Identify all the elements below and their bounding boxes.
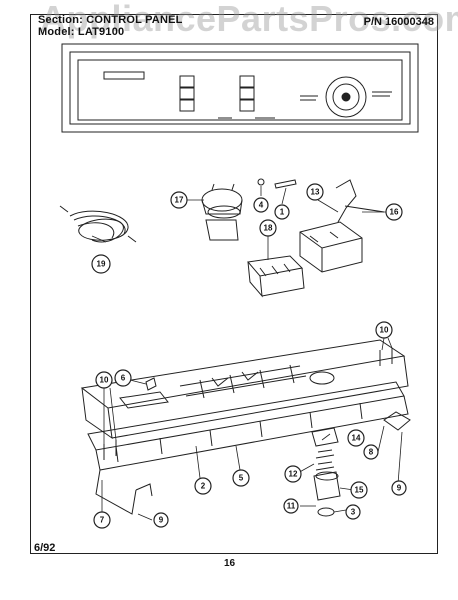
callout-marker — [283, 498, 299, 514]
callout-13: 13 — [311, 188, 320, 197]
diagram-frame — [30, 14, 438, 554]
wire-harness-illustration — [59, 205, 137, 243]
callout-2: 2 — [201, 482, 206, 491]
part-number-label: P/N 16000348 — [363, 16, 434, 28]
switch-illustration — [247, 255, 305, 298]
callout-15: 15 — [355, 486, 364, 495]
callout-5: 5 — [239, 474, 244, 483]
callout-6: 6 — [121, 374, 126, 383]
console-base-illustration — [80, 339, 411, 515]
callout-marker — [385, 203, 403, 221]
callout-marker — [170, 191, 188, 209]
callout-marker — [114, 369, 132, 387]
callout-3: 3 — [351, 508, 356, 517]
watermark-text: AppliancePartsPros.com — [40, 0, 458, 39]
timer-illustration — [201, 183, 243, 241]
callout-markers — [91, 183, 407, 529]
callout-marker — [274, 204, 290, 220]
callout-marker — [375, 321, 393, 339]
callout-marker — [194, 477, 212, 495]
callout-marker — [306, 183, 324, 201]
callout-11: 11 — [287, 502, 296, 511]
callout-marker — [345, 504, 361, 520]
callout-marker — [232, 469, 250, 487]
callout-16: 16 — [390, 208, 399, 217]
callout-marker — [363, 444, 379, 460]
callout-marker — [347, 429, 365, 447]
control-panel-illustration — [61, 43, 419, 133]
callout-4: 4 — [259, 201, 264, 210]
model-label: Model: LAT9100 — [38, 26, 125, 38]
callout-marker — [284, 465, 302, 483]
callout-19: 19 — [97, 260, 106, 269]
callout-10-right: 10 — [380, 326, 389, 335]
spring-assembly-illustration — [311, 427, 341, 517]
callout-marker — [350, 481, 368, 499]
callout-marker — [93, 511, 111, 529]
callout-1: 1 — [280, 208, 285, 217]
header-left: Section: CONTROL PANEL Model: LAT9100 — [38, 14, 183, 38]
callout-18: 18 — [264, 224, 273, 233]
callout-10-left: 10 — [100, 376, 109, 385]
callout-marker — [391, 480, 407, 496]
revision-date: 6/92 — [34, 542, 56, 554]
callout-17: 17 — [175, 196, 184, 205]
callout-marker — [95, 371, 113, 389]
callout-9-right: 9 — [397, 484, 402, 493]
callout-9-left: 9 — [159, 516, 164, 525]
section-label: Section: CONTROL PANEL — [38, 14, 183, 26]
callout-12: 12 — [289, 470, 298, 479]
callout-8: 8 — [369, 448, 374, 457]
callout-14: 14 — [352, 434, 361, 443]
page-number: 16 — [224, 558, 236, 569]
callout-marker — [153, 512, 169, 528]
callout-7: 7 — [100, 516, 105, 525]
callout-marker — [259, 219, 277, 237]
knob-illustration — [257, 178, 297, 189]
timer-motor-illustration — [299, 179, 385, 273]
callout-marker — [253, 197, 269, 213]
callout-marker — [91, 254, 111, 274]
